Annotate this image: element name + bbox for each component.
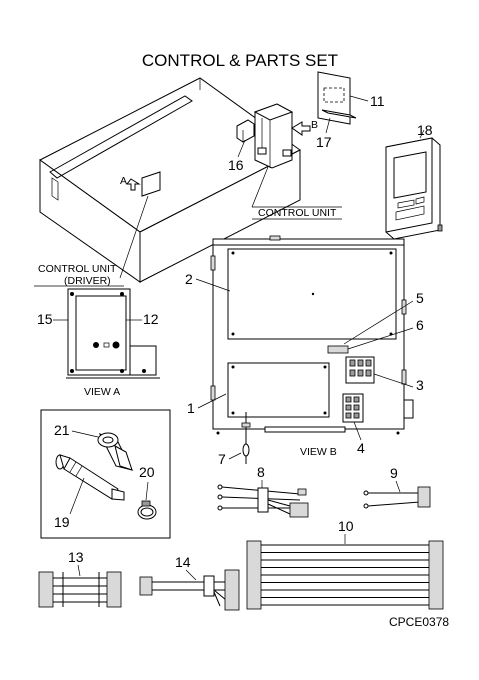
callout-1: 1 (187, 400, 195, 416)
label-control-unit: CONTROL UNIT (258, 207, 337, 219)
part-14-harness (139, 569, 240, 611)
callout-2: 2 (185, 271, 193, 287)
diagram-title: CONTROL & PARTS SET (142, 51, 338, 70)
part-8-harness (217, 484, 309, 518)
callout-16: 16 (228, 157, 244, 173)
part-18-remote-controller (385, 137, 443, 240)
view-b-drawing (210, 235, 414, 444)
callout-7: 7 (218, 451, 226, 467)
view-a-arrow: A (120, 171, 161, 197)
callout-10: 10 (338, 518, 354, 534)
accessory-box (40, 409, 171, 539)
callout-9: 9 (390, 465, 398, 481)
callout-19: 19 (54, 514, 70, 530)
view-b-arrow: B (291, 119, 318, 136)
part-19-drain-hose (55, 454, 125, 501)
part-10-ribbon-harness (246, 540, 444, 610)
part-7-sensor (242, 443, 250, 464)
part-13-harness (38, 571, 122, 608)
label-view-b: VIEW B (300, 446, 337, 458)
label-control-unit-driver-2: (DRIVER) (64, 275, 111, 287)
callout-11: 11 (370, 93, 385, 109)
callout-13: 13 (68, 549, 84, 565)
callout-21: 21 (54, 422, 70, 438)
label-view-a: VIEW A (84, 386, 120, 398)
svg-text:A: A (120, 175, 127, 187)
callout-6: 6 (416, 317, 424, 333)
callout-5: 5 (416, 290, 424, 306)
label-control-unit-driver-1: CONTROL UNIT (38, 263, 117, 275)
callout-4: 4 (357, 440, 365, 456)
part-11-cover (317, 71, 369, 125)
callout-3: 3 (416, 377, 424, 393)
indoor-unit-drawing (39, 77, 301, 283)
callout-17: 17 (316, 134, 332, 150)
callout-12: 12 (143, 311, 159, 327)
part-20-hose-band (137, 500, 157, 520)
part-21-sleeve (97, 432, 133, 471)
svg-text:B: B (311, 119, 318, 131)
callout-18: 18 (417, 122, 433, 138)
callout-20: 20 (139, 464, 155, 480)
view-a-drawing (66, 288, 160, 379)
callout-8: 8 (257, 464, 265, 480)
callout-15: 15 (37, 311, 53, 327)
part-16-bracket (236, 119, 255, 143)
part-9-wire (363, 486, 431, 509)
control-unit-box (253, 103, 294, 169)
drawing-code: CPCE0378 (389, 615, 449, 629)
callout-14: 14 (175, 554, 191, 570)
